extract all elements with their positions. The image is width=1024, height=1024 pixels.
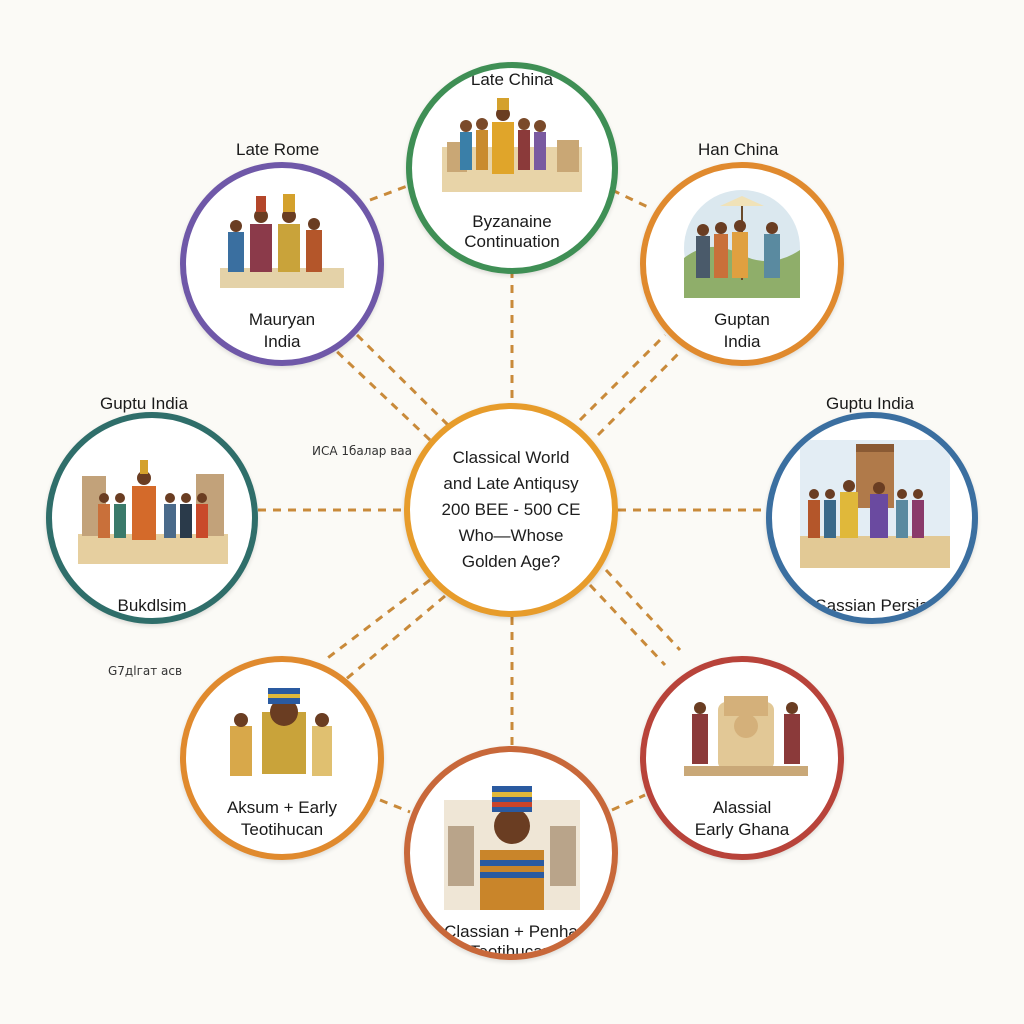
connector-upper-right-a <box>578 333 667 422</box>
node-top-label-1: Byzanaine <box>472 212 552 231</box>
node-upper-right: Guptan India <box>640 162 844 366</box>
connector-upper-left-b <box>348 326 450 427</box>
scribble-lower-left: G7дlгат асв <box>108 664 183 678</box>
connector-lower-right-b <box>604 568 682 652</box>
center-line-2: and Late Antiqusy <box>443 474 579 493</box>
center-line-3: 200 BEE - 500 CE <box>441 500 581 519</box>
connector-lower-right-a <box>588 583 667 667</box>
node-bottom-label-1: Classian + Penha <box>444 922 578 941</box>
connector-upper-left-a <box>328 343 432 442</box>
center-line-5: Golden Age? <box>461 552 561 571</box>
label-gupta-india-right: Guptu India <box>826 394 914 413</box>
node-bottom: Classian + Penha Teotihucan <box>404 746 618 960</box>
connector-lower-left-b <box>344 594 446 682</box>
node-left: Bukdlsim <box>46 412 258 624</box>
node-lower-left-label-1: Aksum + Early <box>226 798 338 817</box>
royal-procession-illustration <box>220 194 344 288</box>
node-lower-right-label-2: Early Ghana <box>694 820 790 839</box>
node-lower-left-label-2: Teotihucan <box>240 820 324 839</box>
connector-ring-tr <box>611 188 651 210</box>
node-top-label-2: Continuation <box>464 232 560 251</box>
label-han-china: Han China <box>698 140 779 159</box>
node-lower-right: Alassial Early Ghana <box>640 656 844 860</box>
node-right: Sassian Persia <box>766 412 978 624</box>
ruler-portrait-illustration <box>444 786 580 910</box>
node-upper-left-label-2: India <box>263 332 301 351</box>
central-topic-node: Classical World and Late Antiqusy 200 BE… <box>404 403 618 617</box>
sphinx-illustration <box>684 696 808 776</box>
connector-ring-bl <box>379 798 411 814</box>
city-gathering-illustration <box>78 460 228 564</box>
scribble-left-mid: ИСА 1балар ваа <box>312 444 413 458</box>
court-scene-illustration <box>442 98 582 192</box>
node-upper-left-label-1: Mauryan <box>248 310 316 329</box>
node-bottom-label-2: Teotihucan <box>469 942 553 960</box>
node-lower-right-label-1: Alassial <box>712 798 772 817</box>
node-upper-right-label-2: India <box>723 332 761 351</box>
center-line-4: Who—Whose <box>458 526 564 545</box>
node-right-label: Sassian Persia <box>815 596 929 615</box>
node-top: Late China Byzanaine Continuation <box>406 62 618 274</box>
label-late-rome: Late Rome <box>236 140 320 159</box>
node-upper-left: Mauryan India <box>180 162 384 366</box>
label-gupta-india-left: Guptu India <box>100 394 188 413</box>
node-left-label: Bukdlsim <box>117 596 187 615</box>
persian-court-illustration <box>800 440 950 568</box>
connector-ring-br <box>611 793 646 812</box>
connector-upper-right-b <box>596 350 682 437</box>
node-top-title: Late China <box>470 70 554 89</box>
pharaoh-figures-illustration <box>230 688 332 776</box>
connector-lower-left-a <box>324 578 431 662</box>
node-lower-left: Aksum + Early Teotihucan <box>180 656 384 860</box>
node-upper-right-label-1: Guptan <box>714 310 770 329</box>
connector-ring-tl <box>369 183 411 202</box>
market-scene-illustration <box>684 190 800 298</box>
center-line-1: Classical World <box>452 448 570 467</box>
